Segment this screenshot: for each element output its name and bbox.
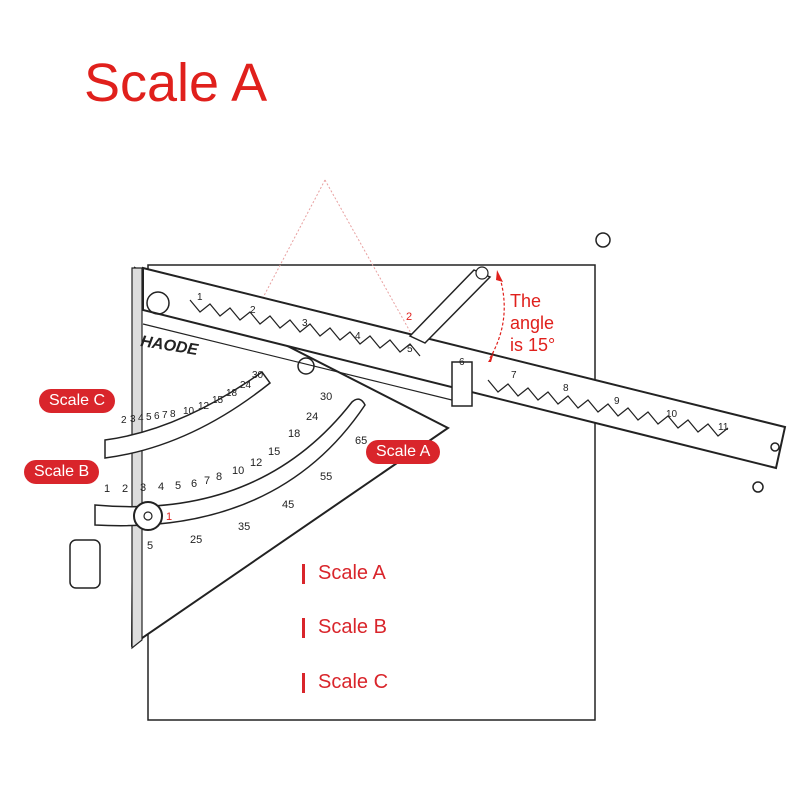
ruler-number: 7: [511, 370, 517, 381]
legend-bar: [302, 617, 305, 638]
scale-c-number: 6: [154, 411, 160, 422]
scale-b-number: 8: [216, 471, 222, 483]
scale-a-number: 25: [190, 534, 202, 546]
scale-b-number: 7: [204, 475, 210, 487]
legend-item-b: Scale B: [302, 616, 387, 639]
scale-a-number: 5: [147, 540, 153, 552]
scale-c-number: 5: [146, 412, 152, 423]
ruler-number: 9: [614, 396, 620, 407]
scale-c-number: 3: [130, 414, 136, 425]
scale-b-number: 24: [306, 411, 318, 423]
ruler-divider: [142, 323, 461, 403]
legend-bar: [302, 563, 305, 584]
scale-a-number: 65: [355, 435, 367, 447]
scale-a-number: 45: [282, 499, 294, 511]
scale-b-number: 3: [140, 482, 146, 494]
ruler-number: 4: [355, 331, 361, 342]
scale-c-number: 4: [138, 413, 144, 424]
scale-b-number: 15: [268, 446, 280, 458]
hole: [297, 357, 315, 375]
ruler-number: 8: [563, 383, 569, 394]
guide-line: [324, 179, 413, 336]
ruler-slot: [487, 379, 729, 437]
scale-a-label: Scale A: [366, 440, 441, 464]
angle-arc: [489, 277, 505, 359]
ruler-number: 5: [407, 344, 413, 355]
lock-knob-center: [143, 511, 153, 521]
ruler-number: 6: [459, 357, 465, 368]
scale-c-label: Scale C: [39, 389, 116, 413]
angle-pin-head: [475, 266, 489, 280]
scale-c-number: 2: [121, 415, 127, 426]
scale-b-number: 10: [232, 465, 244, 477]
legend-label: Scale C: [318, 671, 389, 693]
scale-c-number: 30: [252, 370, 264, 381]
scale-b-number: 30: [320, 391, 332, 403]
angle-note-line: is 15°: [510, 335, 556, 355]
scale-c-number: 12: [198, 401, 210, 412]
hole: [752, 481, 764, 493]
angle-arc-arrow: [496, 270, 503, 282]
scale-b-number: 1: [104, 483, 110, 495]
ruler-number: 11: [718, 422, 729, 433]
hole: [770, 442, 780, 452]
angle-note-line: The: [510, 291, 542, 311]
legend-label: Scale A: [318, 562, 386, 584]
ruler-number: 2: [250, 305, 256, 316]
ruler-number: 10: [666, 409, 678, 420]
scale-b-number: 18: [288, 428, 300, 440]
square-edge: [131, 267, 143, 650]
scale-b-number: 5: [175, 480, 181, 492]
scale-b-number: 2: [122, 483, 128, 495]
legend-item-a: Scale A: [302, 562, 386, 585]
angle-arc-arrow: [488, 352, 494, 362]
hole: [595, 232, 611, 248]
legend-bar: [302, 672, 305, 693]
page-title: Scale A: [84, 53, 268, 113]
legend-item-c: Scale C: [302, 671, 388, 694]
scale-c-number: 10: [183, 406, 195, 417]
scale-c-number: 18: [226, 388, 238, 399]
scale-b-number: 6: [191, 478, 197, 490]
scale-b-number: 4: [158, 481, 164, 493]
scale-a-number: 35: [238, 521, 250, 533]
scale-c-number: 24: [240, 380, 252, 391]
scale-c-number: 8: [170, 409, 176, 420]
angle-note: The angle is 15°: [510, 290, 590, 356]
ruler-number: 3: [302, 318, 308, 329]
scale-b-label: Scale B: [24, 460, 100, 484]
hole: [146, 291, 170, 315]
ruler-number: 1: [197, 292, 203, 303]
marker-2: 2: [406, 311, 412, 323]
scale-a-number: 55: [320, 471, 332, 483]
scale-b-number: 12: [250, 457, 262, 469]
scale-c-number: 7: [162, 410, 168, 421]
hinge-block: [451, 361, 473, 407]
handle-cutout: [69, 539, 101, 589]
arc-slot-a: [94, 398, 366, 527]
legend-label: Scale B: [318, 616, 387, 638]
angle-note-line: angle: [510, 313, 555, 333]
ruler-slot: [189, 299, 421, 357]
marker-1: 1: [166, 511, 172, 523]
arc-slot-c: [104, 370, 272, 459]
scale-c-number: 15: [212, 395, 224, 406]
